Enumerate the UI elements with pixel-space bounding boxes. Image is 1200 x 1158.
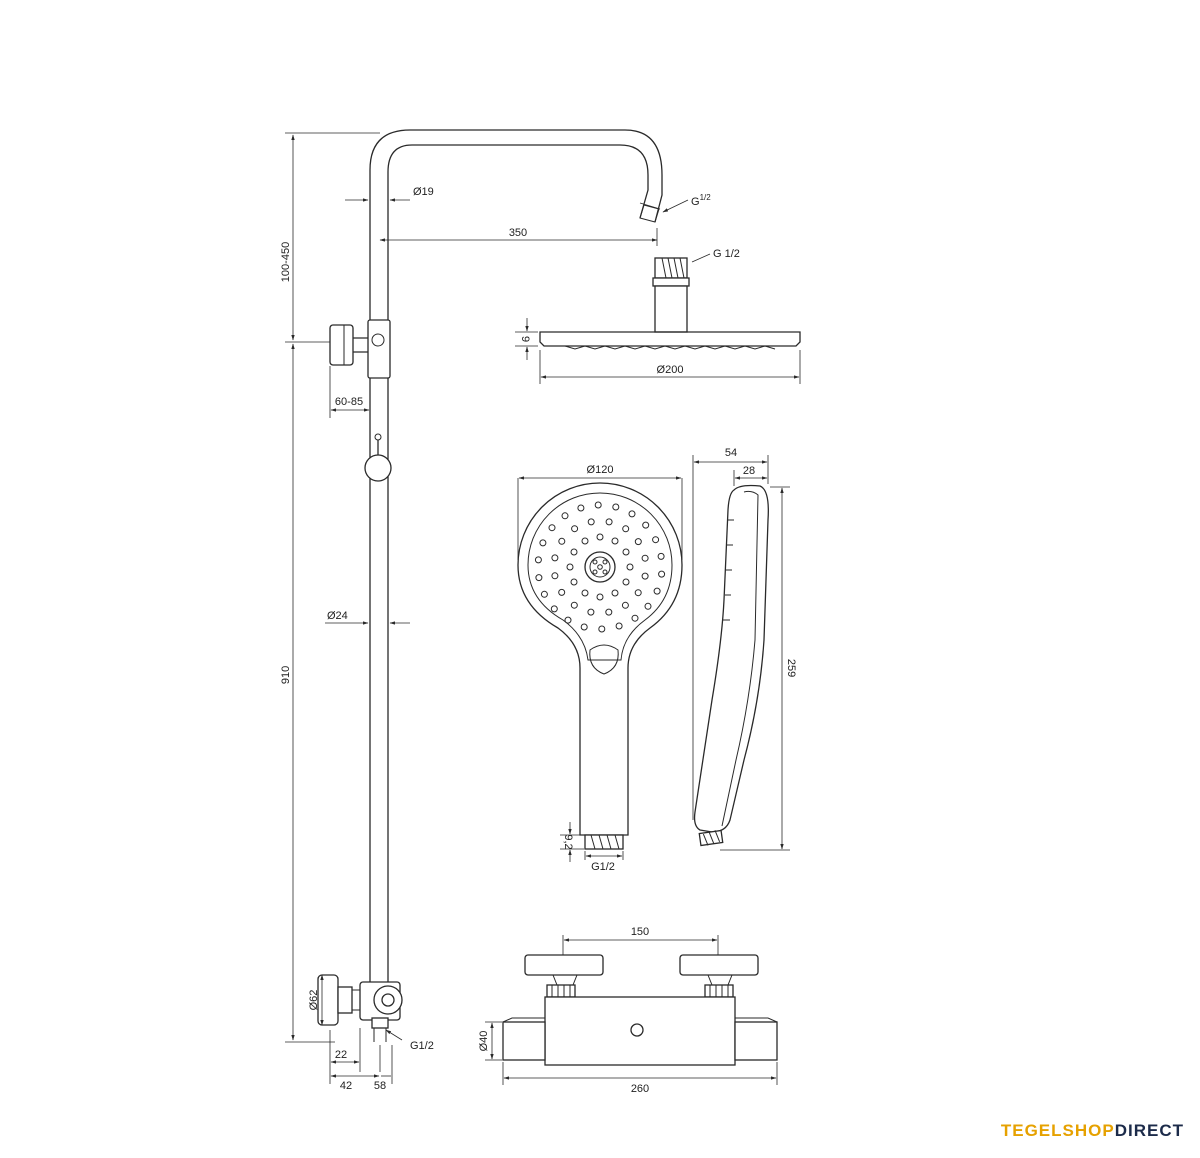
head-shower-dimensions xyxy=(515,253,801,384)
nozzle xyxy=(641,554,649,562)
dim-valve-b: 42 xyxy=(340,1080,352,1092)
nozzle xyxy=(631,614,639,622)
nozzle xyxy=(605,518,613,526)
nozzle-pattern xyxy=(534,501,666,633)
dim-arm-reach: 350 xyxy=(509,227,527,239)
nozzle xyxy=(652,536,660,544)
nozzle xyxy=(611,537,619,545)
dim-hand-diameter: Ø120 xyxy=(587,464,614,476)
head-shower xyxy=(539,257,801,350)
nozzle xyxy=(634,589,642,597)
brand-logo: TEGELSHOPDIRECT xyxy=(1001,1121,1184,1141)
nozzle xyxy=(621,601,629,609)
nozzle xyxy=(622,578,630,586)
dim-arm-thread: G1/2 xyxy=(691,193,711,208)
nozzle xyxy=(653,587,661,595)
nozzle xyxy=(615,622,623,630)
nozzle xyxy=(551,554,559,562)
nozzle xyxy=(558,537,566,545)
hand-shower-front xyxy=(517,482,683,850)
nozzle xyxy=(605,608,613,616)
dim-rail-diameter: Ø24 xyxy=(327,610,348,622)
nozzle xyxy=(570,601,578,609)
dim-hand-depth: 54 xyxy=(725,447,737,459)
shower-column xyxy=(317,129,663,1042)
nozzle xyxy=(634,538,642,546)
nozzle xyxy=(596,533,604,541)
dim-holder-offset: 60-85 xyxy=(335,396,363,408)
nozzle xyxy=(534,556,542,564)
nozzle xyxy=(611,589,619,597)
brand-part-1: TEGELSHOP xyxy=(1000,1121,1115,1140)
nozzle xyxy=(626,563,634,571)
dim-hand-length: 259 xyxy=(785,659,797,677)
nozzle xyxy=(561,512,569,520)
dim-thermo-diameter: Ø40 xyxy=(478,1031,490,1052)
dim-hand-face: 28 xyxy=(743,465,755,477)
dim-arm-diameter: Ø19 xyxy=(413,186,434,198)
dim-valve-knob: Ø62 xyxy=(308,990,320,1011)
nozzle xyxy=(535,574,543,582)
nozzle xyxy=(587,608,595,616)
nozzle xyxy=(570,578,578,586)
dim-head-thread: G 1/2 xyxy=(713,248,740,260)
nozzle xyxy=(580,623,588,631)
nozzle xyxy=(587,518,595,526)
hand-shower-side xyxy=(693,484,769,847)
dim-head-diameter: Ø200 xyxy=(657,364,684,376)
nozzle xyxy=(598,625,606,633)
nozzle xyxy=(581,537,589,545)
nozzle xyxy=(641,572,649,580)
nozzle xyxy=(540,590,548,598)
dim-valve-thread: G1/2 xyxy=(410,1040,434,1052)
dim-valve-a: 22 xyxy=(335,1049,347,1061)
nozzle xyxy=(566,563,574,571)
nozzle xyxy=(550,605,558,613)
nozzle xyxy=(564,616,572,624)
nozzle xyxy=(539,539,547,547)
nozzle xyxy=(644,602,652,610)
thermostat-mixer xyxy=(502,954,778,1066)
dim-arm-height: 100-450 xyxy=(280,242,292,282)
nozzle xyxy=(558,588,566,596)
dim-thermo-length: 260 xyxy=(631,1083,649,1095)
nozzle xyxy=(612,503,620,511)
hand-shower-side-dimensions xyxy=(692,455,790,851)
nozzle xyxy=(548,524,556,532)
dim-valve-c: 58 xyxy=(374,1080,386,1092)
dim-hand-thread-length: 9,2 xyxy=(562,834,574,849)
nozzle xyxy=(570,548,578,556)
nozzle xyxy=(628,510,636,518)
hand-shower-front-dimensions xyxy=(517,476,683,862)
dim-hand-thread: G1/2 xyxy=(591,861,615,873)
thermostat-dimensions xyxy=(485,935,778,1085)
nozzle xyxy=(622,548,630,556)
column-dimensions xyxy=(285,132,689,1084)
dim-head-thickness: 9 xyxy=(519,336,531,342)
nozzle xyxy=(658,570,666,578)
nozzle xyxy=(581,589,589,597)
nozzle xyxy=(657,552,665,560)
nozzle xyxy=(642,521,650,529)
dim-thermo-centers: 150 xyxy=(631,926,649,938)
nozzle xyxy=(571,525,579,533)
dim-total-height: 910 xyxy=(280,666,292,684)
dimension-labels: 100-450 Ø19 350 G1/2 G 1/2 9 Ø200 60-85 … xyxy=(280,186,797,1095)
nozzle xyxy=(551,572,559,580)
nozzle xyxy=(594,501,602,509)
nozzle xyxy=(577,504,585,512)
nozzle xyxy=(622,525,630,533)
brand-part-2: DIRECT xyxy=(1114,1121,1184,1140)
nozzle xyxy=(596,593,604,601)
